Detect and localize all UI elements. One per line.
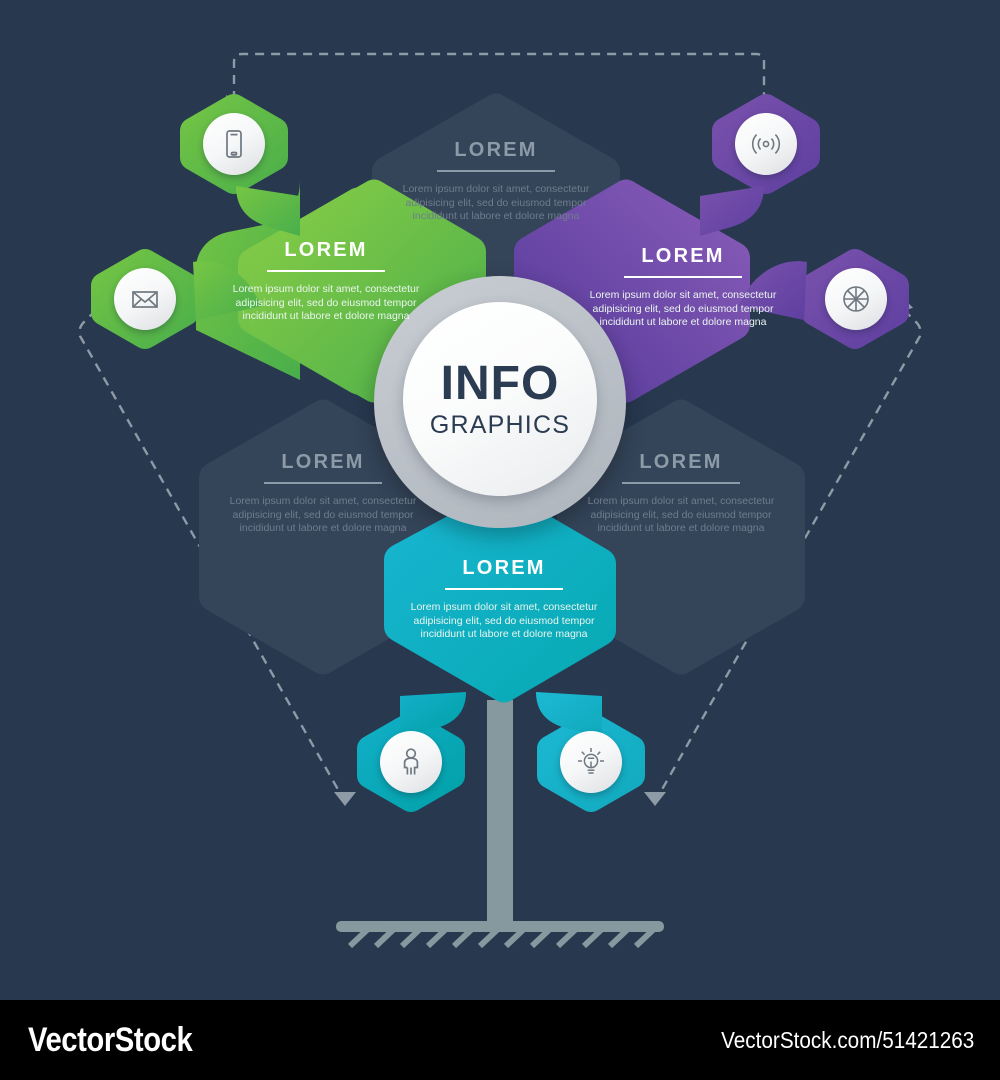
center-medallion-inner: INFO GRAPHICS: [403, 302, 597, 496]
vectorstock-url: VectorStock.com/51421263: [720, 1027, 974, 1053]
icon-badge-smartphone[interactable]: [203, 113, 265, 175]
icon-badge-globe[interactable]: [825, 268, 887, 330]
purple-neck-right: [738, 261, 807, 320]
icon-badge-wireless[interactable]: [735, 113, 797, 175]
stand-base: [336, 921, 664, 932]
infographic-canvas: INFO GRAPHICS LOREM Lorem ipsum dolor si…: [0, 0, 1000, 1000]
stand-pole: [487, 700, 513, 925]
icon-badge-person[interactable]: [380, 731, 442, 793]
center-medallion[interactable]: INFO GRAPHICS: [374, 276, 626, 528]
arrowhead-right-bottom: [644, 792, 666, 806]
dashed-left-link: [78, 309, 346, 801]
branch-cyan[interactable]: [357, 488, 645, 812]
dashed-top-link: [226, 52, 772, 105]
cyan-neck-left: [400, 692, 466, 736]
watermark-bar: VectorStock VectorStock.com/51421263: [0, 1000, 1000, 1080]
center-subtitle: GRAPHICS: [429, 410, 571, 439]
icon-badge-lightbulb[interactable]: [560, 731, 622, 793]
stand-group: [336, 700, 664, 949]
vectorstock-logo: VectorStock: [28, 1021, 193, 1059]
smartphone-icon: [226, 130, 242, 158]
cyan-neck-right: [536, 692, 602, 736]
center-title: INFO: [440, 356, 560, 410]
purple-neck-top: [700, 186, 764, 236]
person-icon: [403, 748, 419, 775]
hex-right-dark[interactable]: [557, 399, 805, 675]
icon-badge-envelope[interactable]: [114, 268, 176, 330]
dashed-connectors: [78, 52, 922, 801]
envelope-icon: [132, 291, 158, 308]
arrowhead-left-bottom: [334, 792, 356, 806]
dashed-right-link: [654, 300, 922, 801]
green-neck-top: [236, 186, 300, 236]
green-neck-left: [193, 261, 262, 320]
dashed-arrowheads: [334, 792, 666, 806]
lightbulb-icon: [578, 748, 604, 774]
stand-hatching: [347, 926, 657, 949]
wireless-signal-icon: [751, 134, 781, 154]
globe-icon: [843, 286, 869, 312]
hex-cyan-main[interactable]: [384, 488, 616, 703]
